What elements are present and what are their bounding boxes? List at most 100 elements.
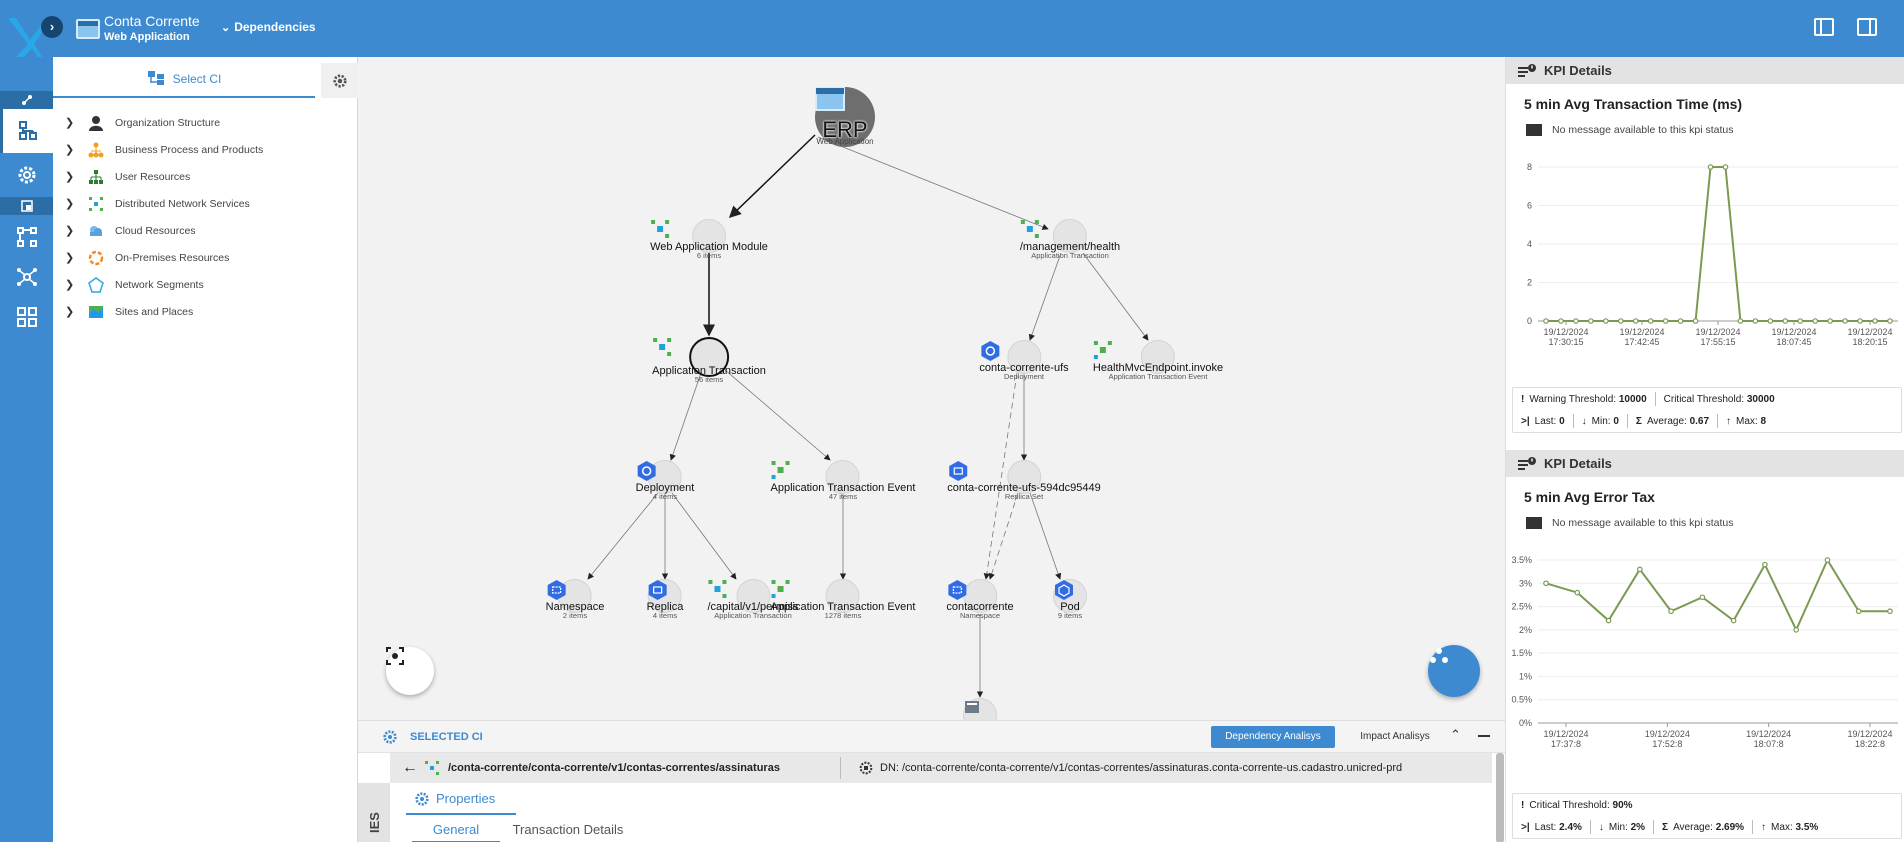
- chevron-right-icon[interactable]: ❯: [65, 144, 75, 156]
- y-tick-label: 6: [1527, 201, 1532, 211]
- graph-node-application-transaction-event[interactable]: Application Transaction Event 47 items: [771, 460, 915, 501]
- dependencies-label: Dependencies: [234, 20, 316, 34]
- left-panel-toggle-icon[interactable]: [1814, 18, 1834, 36]
- kpi-header-label: KPI Details: [1544, 63, 1612, 78]
- x-tick-label: 19/12/2024: [1543, 729, 1588, 739]
- back-arrow-icon[interactable]: ←: [402, 759, 418, 776]
- chevron-right-icon[interactable]: ❯: [65, 306, 75, 318]
- kpi-title: 5 min Avg Transaction Time (ms): [1524, 96, 1743, 112]
- graph-node-label: ERP: [822, 117, 868, 142]
- y-tick-label: 0.5%: [1511, 695, 1532, 705]
- focus-view-button[interactable]: [386, 647, 434, 695]
- data-point: [1827, 318, 1833, 324]
- tree-item-distributed-network[interactable]: ❯ Distributed Network Services: [53, 190, 358, 217]
- graph-link-icon[interactable]: [0, 91, 53, 109]
- chevron-right-icon[interactable]: ❯: [65, 225, 75, 237]
- divider: [1654, 392, 1656, 406]
- share-graph-button[interactable]: [1428, 645, 1480, 697]
- critical-threshold-value: 30000: [1746, 393, 1775, 405]
- graph-node-application-transaction-event-2[interactable]: Application Transaction Event 1278 items: [771, 579, 915, 620]
- graph-node-label: /capital/v1/permiss: [707, 601, 799, 613]
- y-tick-label: 0: [1527, 316, 1532, 326]
- scrollbar[interactable]: [1496, 753, 1504, 842]
- graph-node-replica-set[interactable]: conta-corrente-ufs-594dc95449 Replica Se…: [947, 460, 1101, 501]
- chevron-up-icon[interactable]: ⌃: [1450, 727, 1461, 742]
- segments-icon: [87, 276, 105, 294]
- module-icon: [651, 219, 726, 253]
- kpi-title: 5 min Avg Error Tax: [1524, 489, 1655, 505]
- graph-node-sublabel: 47 items: [828, 492, 858, 501]
- data-point: [1677, 318, 1684, 324]
- data-point: [1637, 566, 1643, 573]
- graph-node-replica[interactable]: Replica 4 items: [646, 579, 684, 620]
- minimize-icon[interactable]: [1478, 735, 1490, 737]
- warning-icon: !: [1521, 799, 1525, 811]
- graph-node-partial[interactable]: [963, 698, 997, 720]
- module-icon: [653, 337, 729, 377]
- data-point: [1699, 594, 1706, 601]
- data-point: [1662, 318, 1669, 324]
- sigma-icon: Σ: [1635, 415, 1642, 427]
- selected-ci-title: SELECTED CI: [410, 731, 483, 743]
- graph-node-contacorrente[interactable]: contacorrente Namespace: [946, 579, 1014, 620]
- tree-item-sites-places[interactable]: ❯ Sites and Places: [53, 298, 358, 325]
- graph-node-application-transaction[interactable]: Application Transaction 56 items: [652, 337, 766, 384]
- cloud-icon: [87, 222, 105, 240]
- chevron-right-icon[interactable]: ❯: [65, 171, 75, 183]
- chevron-right-icon[interactable]: ❯: [65, 252, 75, 264]
- graph-node-namespace[interactable]: Namespace 2 items: [546, 579, 604, 620]
- tab-general[interactable]: General: [412, 822, 500, 842]
- graph-node-management-health[interactable]: /management/health Application Transacti…: [1020, 219, 1120, 260]
- tree-item-business-process[interactable]: ❯ Business Process and Products: [53, 136, 358, 163]
- chevron-right-icon[interactable]: ❯: [65, 198, 75, 210]
- x-tick-label: 19/12/2024: [1746, 729, 1791, 739]
- dependency-analysis-button[interactable]: Dependency Analisys: [1211, 726, 1335, 748]
- warning-icon: !: [1521, 393, 1525, 405]
- network-icon[interactable]: [0, 257, 53, 297]
- topology-icon[interactable]: [0, 217, 53, 257]
- graph-node-web-application-module[interactable]: Web Application Module 6 items: [650, 219, 768, 260]
- tree-item-user-resources[interactable]: ❯ User Resources: [53, 163, 358, 190]
- kpi-panel-transaction-time: KPI Details 5 min Avg Transaction Time (…: [1506, 57, 1904, 433]
- graph-node-conta-corrente-ufs[interactable]: conta-corrente-ufs Deployment: [979, 340, 1069, 381]
- impact-analysis-button[interactable]: Impact Analisys: [1360, 731, 1430, 742]
- graph-node-capital-permiss[interactable]: /capital/v1/permiss Application Transact…: [707, 579, 799, 620]
- settings-gear-icon[interactable]: [0, 155, 53, 195]
- kube-icon: [648, 579, 682, 613]
- envelope-icon: [1526, 517, 1542, 529]
- dependency-graph-canvas[interactable]: ERP Web Application Web Application Modu…: [358, 57, 1505, 720]
- x-tick-label: 17:37:8: [1551, 739, 1581, 749]
- tree-settings-gear-icon[interactable]: [321, 63, 358, 98]
- graph-node-sublabel: 6 items: [696, 251, 722, 260]
- graph-node-label: Replica: [646, 601, 684, 613]
- tree-list: ❯ Organization Structure ❯ Business Proc…: [53, 109, 358, 325]
- graph-node-root[interactable]: ERP Web Application: [815, 87, 875, 147]
- graph-node-deployment[interactable]: Deployment 4 items: [636, 460, 694, 501]
- tab-transaction-details[interactable]: Transaction Details: [512, 822, 624, 837]
- chevron-right-icon[interactable]: ❯: [65, 279, 75, 291]
- graph-node-sublabel: 56 items: [694, 375, 724, 384]
- y-tick-label: 2%: [1519, 625, 1532, 635]
- graph-node-pod[interactable]: Pod 9 items: [1053, 579, 1087, 620]
- graph-node-health-mvc-endpoint[interactable]: HealthMvcEndpoint.invoke Application Tra…: [1093, 340, 1223, 381]
- device-icon[interactable]: [0, 197, 53, 215]
- chevron-right-icon[interactable]: ❯: [65, 117, 75, 129]
- dashboard-grid-icon[interactable]: [0, 297, 53, 337]
- kpi-summary: >| Last: 0 ↓ Min: 0 Σ Average: 0.67 ↑ Ma…: [1513, 410, 1901, 432]
- tree-item-cloud-resources[interactable]: ❯ Cloud Resources: [53, 217, 358, 244]
- data-point: [1722, 164, 1729, 170]
- y-tick-label: 2.5%: [1511, 602, 1532, 612]
- module-icon: [1093, 340, 1175, 374]
- dependency-tree-icon[interactable]: [0, 109, 53, 153]
- dependencies-menu[interactable]: ⌄Dependencies: [221, 20, 316, 34]
- last-label: Last:: [1534, 821, 1557, 833]
- data-point: [1707, 164, 1714, 170]
- tree-item-network-segments[interactable]: ❯ Network Segments: [53, 271, 358, 298]
- tree-item-organization-structure[interactable]: ❯ Organization Structure: [53, 109, 358, 136]
- map-icon: [87, 303, 105, 321]
- divider: [1572, 414, 1574, 428]
- tree-item-on-premises[interactable]: ❯ On-Premises Resources: [53, 244, 358, 271]
- expand-menu-icon[interactable]: ›: [41, 16, 63, 38]
- right-panel-toggle-icon[interactable]: [1857, 18, 1877, 36]
- select-ci-tab[interactable]: Select CI: [53, 63, 315, 98]
